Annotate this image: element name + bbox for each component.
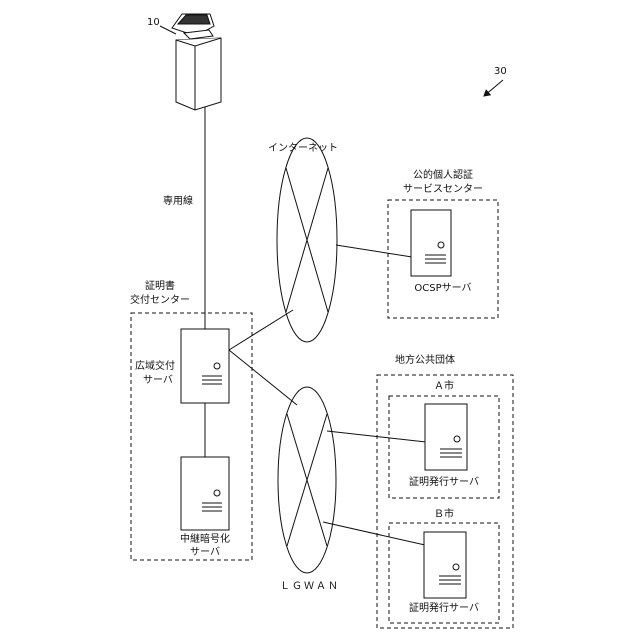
- lgwan-label: ＬＧＷＡＮ: [280, 581, 340, 593]
- city-a-cert-server: [425, 404, 467, 470]
- cert-server-a-label: 証明発行サーバ: [389, 477, 499, 489]
- internet-network: [277, 138, 337, 342]
- city-b-cert-server: [424, 532, 466, 598]
- kiosk-terminal: [172, 14, 221, 110]
- ocsp-server: [411, 210, 451, 276]
- cert-server-b-label: 証明発行サーバ: [389, 603, 499, 615]
- dedicated-line-label: 専用線: [163, 196, 193, 208]
- lgwan-network: [278, 387, 336, 573]
- relay-server-label-1: 中継暗号化: [165, 534, 245, 546]
- relay-server: [181, 457, 229, 530]
- city-b-label: Ｂ市: [389, 509, 499, 521]
- wide-area-server-label-2: サーバ: [143, 375, 173, 387]
- wide-area-server: [181, 329, 229, 403]
- ref-30-arrow: [484, 80, 503, 96]
- wide-area-server-label-1: 広域交付: [135, 361, 175, 373]
- ocsp-server-label: OCSPサーバ: [388, 283, 498, 295]
- jpki-center-title-1: 公的個人認証: [388, 170, 498, 182]
- internet-label: インターネット: [268, 143, 338, 155]
- cert-center-title-2: 交付センター: [120, 295, 200, 307]
- city-a-label: Ａ市: [389, 381, 499, 393]
- terminal-ref-label: 10: [147, 17, 160, 29]
- relay-server-label-2: サーバ: [165, 547, 245, 559]
- cert-center-title-1: 証明書: [120, 281, 200, 293]
- jpki-center-title-2: サービスセンター: [388, 184, 498, 196]
- figure-ref-label: 30: [494, 66, 507, 78]
- local-gov-label: 地方公共団体: [395, 355, 455, 367]
